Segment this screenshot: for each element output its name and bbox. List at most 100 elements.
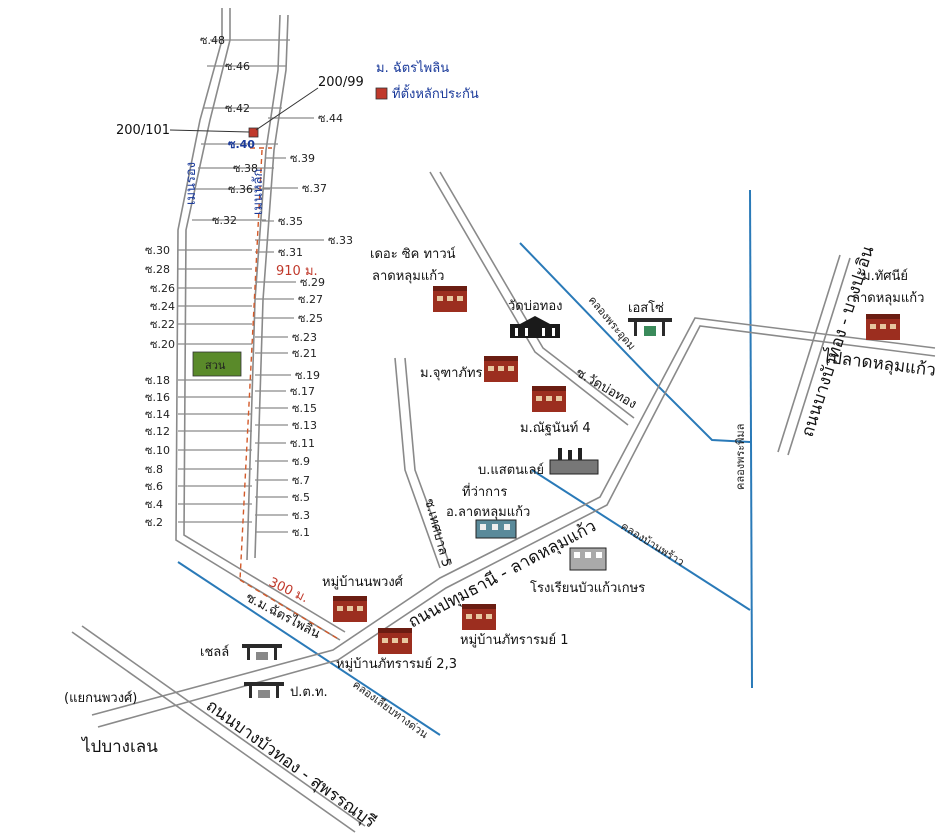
shell-label: เชลล์	[200, 644, 229, 660]
lane-label-right: ซ.27	[298, 293, 323, 306]
jutaphat-label: ม.จุฑาภัทร	[420, 366, 483, 381]
left-main-label: เมนรอง	[184, 162, 199, 205]
lane-label-left: ซ.26	[150, 282, 175, 295]
gas-station-icon	[244, 682, 284, 698]
lane-labels-right: ซ.44ซ.39ซ.37ซ.35ซ.33ซ.31ซ.29ซ.27ซ.25ซ.23…	[278, 112, 353, 539]
lane-label-left: ซ.12	[145, 425, 170, 438]
lane-label-right: ซ.11	[290, 437, 315, 450]
lane-label-left: ซ.14	[145, 408, 170, 421]
canal-d-label: คลองเลียบทางด่วน	[350, 678, 431, 741]
lane-label-left: ซ.4	[145, 498, 163, 511]
lane-label-right: ซ.9	[292, 455, 310, 468]
lane-label-right: ซ.25	[298, 312, 323, 325]
factory-icon	[549, 448, 599, 475]
lane-label-left: ซ.28	[145, 263, 170, 276]
gas-station-icon	[628, 318, 672, 336]
lane-label-right: ซ.31	[278, 246, 303, 259]
lane-label-left: ซ.42	[225, 102, 250, 115]
canal-diagonal-lower	[177, 561, 441, 736]
esso-label: เอสโซ่	[628, 300, 664, 316]
lane-label-right: ซ.35	[278, 215, 303, 228]
lane-label-left: ซ.16	[145, 391, 170, 404]
plot-number-a: 200/99	[318, 75, 364, 90]
major-roads	[71, 171, 936, 833]
soi-chatphailin-label: ซ.ม.ฉัตรไพลิน	[243, 589, 323, 642]
canal-b-label: คลองพระพิมล	[734, 424, 747, 490]
office-icon	[475, 519, 517, 539]
canal-upper-diagonal	[519, 242, 751, 443]
dash-300	[239, 579, 341, 641]
lane-label-right: ซ.19	[295, 369, 320, 382]
bangpain-road-b	[787, 257, 851, 456]
legend-marker-icon	[375, 87, 388, 100]
collateral-plots: 200/99 200/101	[116, 75, 364, 138]
lane-label-left: ซ.36	[228, 183, 253, 196]
village-phattharam1-label: หมู่บ้านภัทรารมย์ 1	[460, 632, 569, 648]
lane-label-left: ซ.32	[212, 214, 237, 227]
legend: ม. ฉัตรไพลิน ที่ตั้งหลักประกัน	[375, 60, 479, 102]
collateral-marker-icon	[248, 127, 259, 138]
district-office-label-2: อ.ลาดหลุมแก้ว	[446, 505, 530, 520]
suphan-road-b	[81, 625, 366, 827]
park-area	[192, 351, 242, 377]
to-banglen-label: ไปบางเลน	[80, 736, 158, 757]
lane-label-left: ซ.8	[145, 463, 163, 476]
right-main-label: เมนหลัก	[251, 169, 266, 215]
lane-label-right: ซ.7	[292, 474, 310, 487]
left-lane-rows	[178, 39, 290, 523]
canal-middle	[531, 469, 751, 611]
lane-label-right: ซ.29	[300, 276, 325, 289]
suphan-road-a	[71, 631, 356, 833]
house-icon	[532, 386, 566, 412]
distance-910-label: 910 ม.	[276, 264, 318, 279]
watbothong-road-b	[439, 171, 635, 419]
district-office-label-1: ที่ว่าการ	[462, 483, 507, 500]
house-icon	[462, 604, 496, 630]
house-icon	[866, 314, 900, 340]
tessaban5-road-a	[394, 357, 441, 569]
school-icon	[569, 547, 607, 571]
tassanee-label-1: ม.ทัศนีย์	[862, 268, 908, 284]
house-icon	[484, 356, 518, 382]
lane-label-right: ซ.3	[292, 509, 310, 522]
lane-label-right: ซ.44	[318, 112, 343, 125]
house-icon	[433, 286, 467, 312]
the-city-label-1: เดอะ ซิค ทาวน์	[370, 246, 456, 262]
school-label: โรงเรียนบัวแก้วเกษร	[530, 580, 645, 596]
lane-label-right: ซ.13	[292, 419, 317, 432]
canal-vertical-east	[749, 189, 753, 689]
house-icon	[378, 628, 412, 654]
pathum-road-a	[91, 317, 936, 716]
nanthanan-label: ม.ณัฐนันท์ 4	[520, 420, 591, 436]
lane-label-right: ซ.17	[290, 385, 315, 398]
lane-label-left: ซ.46	[225, 60, 250, 73]
lane-label-right: ซ.15	[292, 402, 317, 415]
lane-labels-left: ซ.48ซ.46ซ.42ซ.40ซ.38ซ.36ซ.32ซ.30ซ.28ซ.26…	[145, 34, 258, 529]
village-phuang-label: หมู่บ้านนพวงศ์	[322, 574, 404, 590]
lane-label-right: ซ.5	[292, 491, 310, 504]
lane-label-left: ซ.20	[150, 338, 175, 351]
watbothong-road-a	[429, 171, 629, 426]
lane-label-left: ซ.40	[228, 138, 255, 151]
lane-label-left: ซ.24	[150, 300, 175, 313]
lane-label-left: ซ.30	[145, 244, 170, 257]
park-label: สวน	[205, 359, 226, 372]
main-road-right-b	[254, 14, 289, 559]
legend-village-name: ม. ฉัตรไพลิน	[376, 60, 449, 76]
phuang-intersection-label: (แยกนพวงศ์)	[64, 690, 137, 706]
the-city-label-2: ลาดหลุมแก้ว	[372, 269, 444, 284]
ptt-label: ป.ต.ท.	[290, 685, 328, 700]
lane-label-right: ซ.1	[292, 526, 310, 539]
legend-collateral-label: ที่ตั้งหลักประกัน	[392, 84, 479, 102]
lane-label-left: ซ.10	[145, 444, 170, 457]
village-phattharam23-label: หมู่บ้านภัทรารมย์ 2,3	[336, 656, 457, 672]
lane-label-left: ซ.38	[233, 162, 258, 175]
landmarks: เดอะ ซิค ทาวน์ ลาดหลุมแก้ว วัดบ่อทอง เอส…	[200, 246, 924, 700]
lane-label-right: ซ.21	[292, 347, 317, 360]
village-grid: สวน	[175, 8, 346, 641]
canal-c-label: คลองบ้านพร้าว	[618, 520, 686, 569]
suphan-road-label: ถนนบางบัวทอง - สุพรรณบุรี	[202, 696, 379, 833]
lane-label-right: ซ.37	[302, 182, 327, 195]
tassanee-label-2: ลาดหลุมแก้ว	[852, 291, 924, 306]
